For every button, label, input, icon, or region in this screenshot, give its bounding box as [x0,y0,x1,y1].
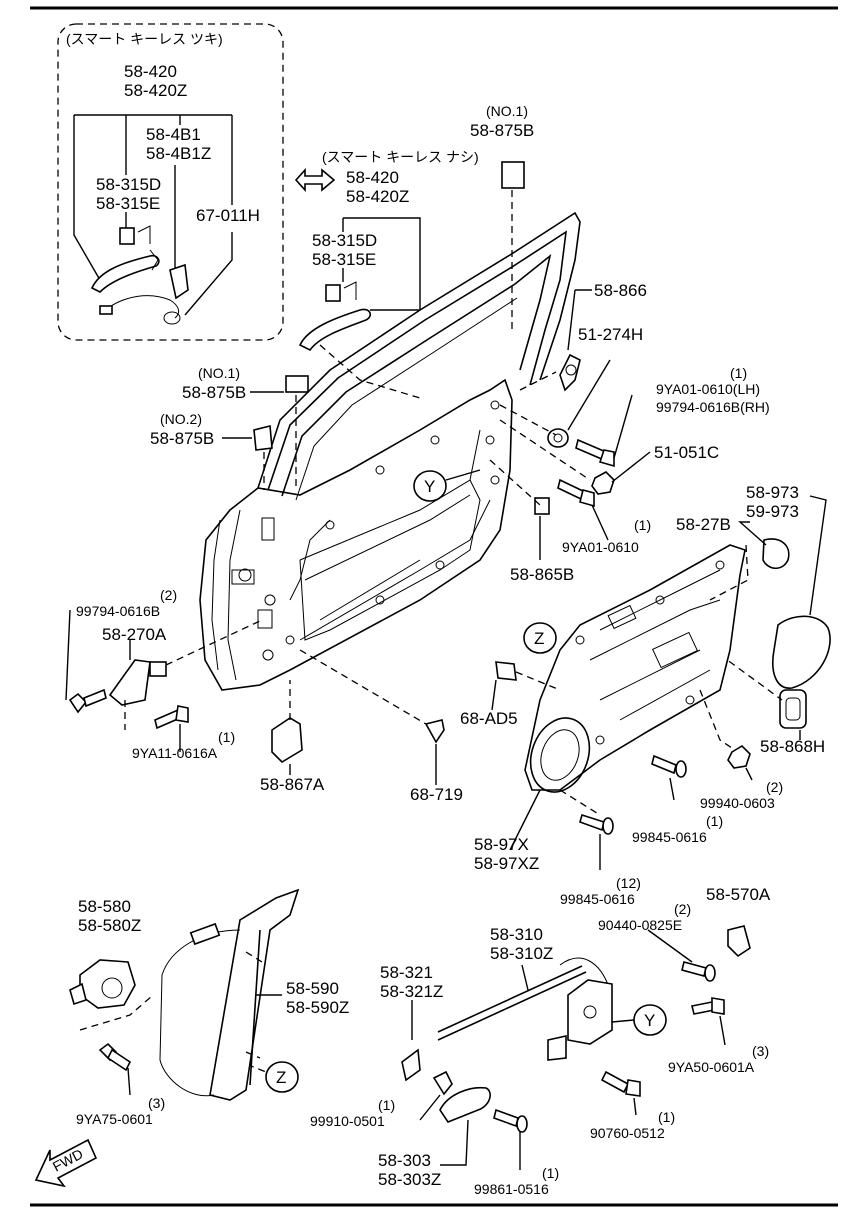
label-58-580z: 58-580Z [78,916,141,935]
note-with-keyless: (スマート キーレス ツキ) [66,31,223,47]
note-without-keyless: (スマート キーレス ナシ) [322,149,479,165]
pad-parts [222,161,525,490]
callout-z-upper: Z [534,629,544,648]
qty-9ya75: (3) [148,1095,165,1111]
callout-y-upper: Y [424,477,435,496]
qty-99940: (2) [766,779,783,795]
label-58-321: 58-321 [380,963,433,982]
regulator-motor [69,959,153,1096]
qty-9ya01-lh: (1) [730,365,747,381]
label-99910-0501: 99910-0501 [310,1113,385,1129]
label-58-315d-b: 58-315D [312,231,377,250]
qty-9ya01: (1) [634,517,651,533]
qty-90440: (2) [674,901,691,917]
label-58-315e-a: 58-315E [96,194,160,213]
label-58-866: 58-866 [594,281,647,300]
qty-99861: (1) [542,1165,559,1181]
double-arrow-icon [294,167,336,193]
latch-assembly [401,925,751,1170]
qty-9ya50: (3) [752,1043,769,1059]
qty-99910: (1) [378,1097,395,1113]
label-90760-0512: 90760-0512 [590,1125,665,1141]
label-51-274h: 51-274H [578,325,643,344]
label-68-719: 68-719 [410,785,463,804]
hinge-lower-parts [65,609,753,870]
label-58-303: 58-303 [378,1151,431,1170]
regulator-frame [159,888,300,1101]
label-9ya11-0616a: 9YA11-0616A [132,745,218,761]
qty-99794: (2) [160,587,177,603]
label-9ya01-0610: 9YA01-0610 [562,539,639,555]
label-99845-0616-b: 99845-0616 [560,891,635,907]
label-58-321z: 58-321Z [380,982,443,1001]
label-58-875b-b: 58-875B [182,383,246,402]
label-58-27b: 58-27B [676,515,731,534]
label-58-315d-a: 58-315D [96,175,161,194]
label-58-580: 58-580 [78,897,131,916]
label-58-303z: 58-303Z [378,1170,441,1189]
qty-99845-b: (12) [616,875,641,891]
label-58-590: 58-590 [286,979,339,998]
cover-parts [699,495,831,740]
callout-y-lower: Y [644,1011,655,1030]
label-58-867a: 58-867A [260,775,325,794]
label-58-875b-c: 58-875B [150,429,214,448]
callout-z-lower: Z [276,1068,286,1087]
qty-9ya11: (1) [218,729,235,745]
label-99861-0516: 99861-0516 [474,1181,549,1197]
label-51-051c: 51-051C [654,443,719,462]
label-58-97x: 58-97X [474,835,529,854]
label-no2: (NO.2) [160,411,202,427]
qty-99845-a: (1) [706,813,723,829]
label-9ya50-0601a: 9YA50-0601A [668,1059,755,1075]
label-99940-0603: 99940-0603 [700,795,775,811]
label-58-973: 58-973 [746,483,799,502]
label-58-420z-b: 58-420Z [346,187,409,206]
handle-without-keyless [294,167,421,399]
label-58-4b1: 58-4B1 [146,125,201,144]
label-58-315e-b: 58-315E [312,250,376,269]
label-58-570a: 58-570A [706,885,771,904]
label-99794-0616b-rh: 99794-0616B(RH) [656,399,770,415]
frame-lines [30,6,838,1207]
label-58-97xz: 58-97XZ [474,854,539,873]
fwd-arrow-icon [34,1138,98,1188]
label-58-590z: 58-590Z [286,998,349,1017]
keyless-inset-box [57,23,284,341]
label-58-865b: 58-865B [510,565,574,584]
label-58-420z-a: 58-420Z [124,81,187,100]
callout-markers [235,469,667,1093]
label-58-875b-a: 58-875B [470,121,534,140]
labels: (スマート キーレス ツキ) 58-420 58-420Z 58-4B1 58-… [50,31,825,1197]
inset-parts [73,114,233,325]
qty-90760: (1) [658,1109,675,1125]
label-99794-0616b: 99794-0616B [76,603,160,619]
label-99845-0616-a: 99845-0616 [632,829,707,845]
label-no1-b: (NO.1) [198,365,240,381]
label-no1-a: (NO.1) [486,103,528,119]
label-67-011h: 67-011H [196,206,260,225]
label-58-868h: 58-868H [760,737,825,756]
label-58-270a: 58-270A [102,625,167,644]
label-58-310: 58-310 [490,925,543,944]
label-58-420-b: 58-420 [346,168,399,187]
label-58-310z: 58-310Z [490,944,553,963]
label-90440-0825e: 90440-0825E [598,917,682,933]
door-module-panel [509,544,749,851]
label-58-420-a: 58-420 [124,62,177,81]
door-shell [199,211,581,691]
label-58-4b1z: 58-4B1Z [146,144,211,163]
label-9ya01-0610-lh: 9YA01-0610(LH) [656,381,760,397]
hinge-fasteners [489,289,651,560]
label-68-ad5: 68-AD5 [460,709,518,728]
label-59-973: 59-973 [746,502,799,521]
label-9ya75-0601: 9YA75-0601 [76,1111,153,1127]
